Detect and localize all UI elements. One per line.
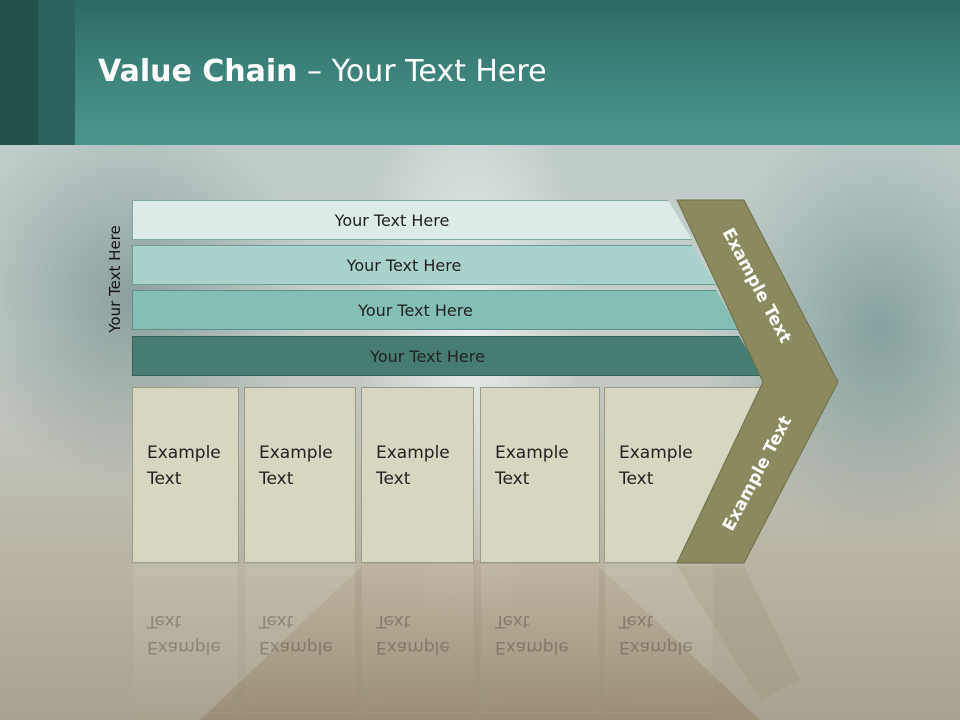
box-2-line1: Example [259, 443, 333, 463]
box-3-line2: Text [376, 469, 411, 489]
support-bar-1-label: Your Text Here [334, 210, 450, 230]
box-5-line2: Text [619, 469, 654, 489]
box-4-line2: Text [495, 469, 530, 489]
support-bar-3-label: Your Text Here [358, 300, 473, 320]
support-bar-4: Your Text Here [132, 336, 763, 376]
header-accent-strip [0, 0, 38, 145]
box-3-line1: Example [376, 443, 450, 463]
chevron-reflection [677, 566, 800, 700]
primary-box-2: Example Text [244, 387, 356, 563]
box-5-line1: Example [619, 443, 693, 463]
support-bar-2: Your Text Here [132, 245, 716, 285]
header-accent-strip [38, 0, 75, 145]
primary-box-1: Example Text [132, 387, 239, 563]
slide-title: Value Chain – Your Text Here [98, 54, 547, 94]
title-rest: – Your Text Here [297, 54, 547, 89]
primary-box-3: Example Text [361, 387, 474, 563]
box-2-line2: Text [259, 469, 294, 489]
box-1-line1: Example [147, 443, 221, 463]
title-bar: Value Chain – Your Text Here [0, 0, 960, 145]
box-1-line2: Text [147, 469, 182, 489]
title-bold: Value Chain [98, 54, 298, 89]
box-4-line1: Example [495, 443, 569, 463]
support-bar-2-label: Your Text Here [346, 255, 462, 275]
support-bar-3: Your Text Here [132, 290, 739, 330]
support-bar-1: Your Text Here [132, 200, 692, 240]
primary-box-4: Example Text [480, 387, 600, 563]
support-bar-4-label: Your Text Here [370, 346, 485, 366]
chevron-shape [676, 199, 839, 564]
